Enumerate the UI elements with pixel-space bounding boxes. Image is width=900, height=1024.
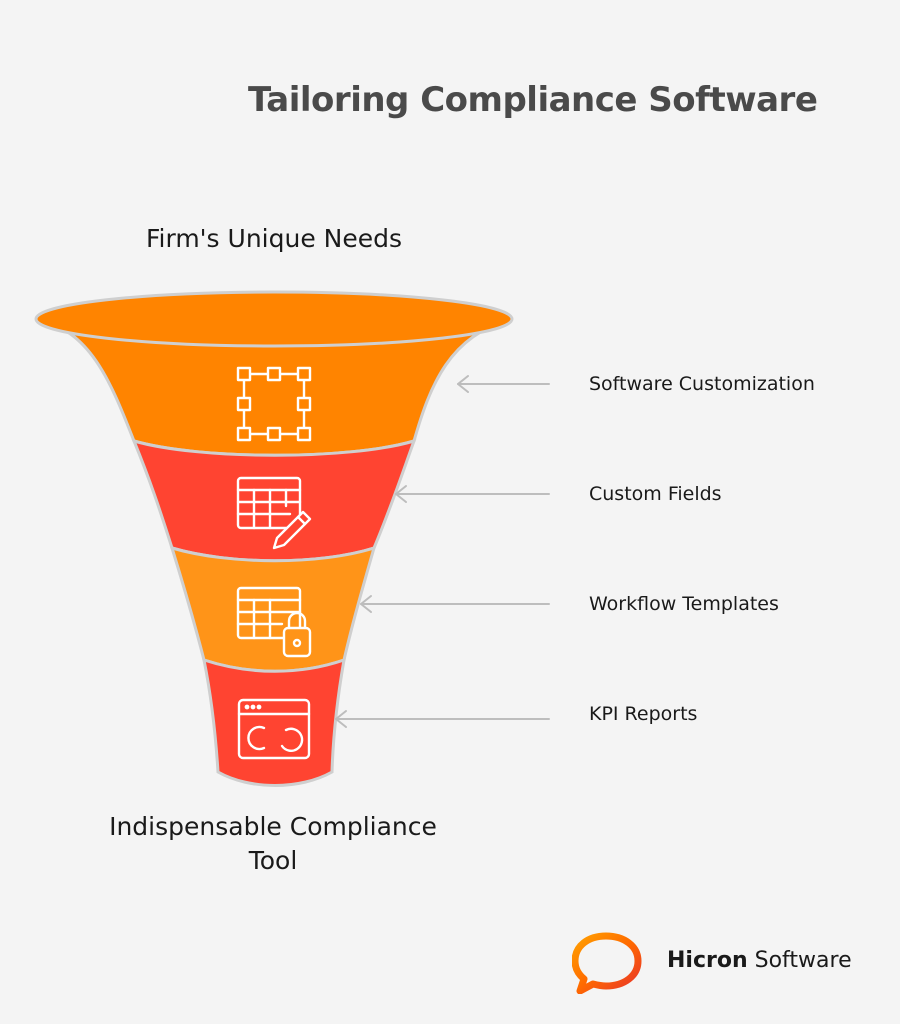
funnel-top-rim — [34, 290, 514, 348]
arrow-custom-fields — [395, 485, 550, 503]
speech-bubble-logo-icon — [571, 932, 642, 995]
logo-word-regular: Software — [754, 948, 852, 973]
stage-label-custom-fields: Custom Fields — [589, 483, 722, 505]
page-title: Tailoring Compliance Software — [248, 80, 818, 120]
table-lock-icon — [236, 586, 312, 658]
funnel-bottom-label: Indispensable Compliance Tool — [58, 810, 488, 878]
funnel-segment-kpi-reports — [202, 657, 346, 787]
stage-label-software-customization: Software Customization — [589, 373, 815, 395]
logo-word-bold: Hicron — [667, 948, 748, 973]
bottom-label-line-1: Indispensable Compliance — [109, 812, 437, 841]
browser-gauge-icon — [237, 698, 311, 760]
funnel-top-label: Firm's Unique Needs — [145, 224, 403, 253]
logo-wordmark: Hicron Software — [667, 948, 852, 973]
hicron-logo: Hicron Software — [571, 930, 862, 995]
arrow-workflow-templates — [360, 595, 550, 613]
selection-frame-icon — [236, 366, 312, 442]
arrow-software-customization — [457, 375, 550, 393]
table-edit-icon — [236, 476, 312, 550]
arrow-kpi-reports — [335, 710, 550, 728]
stage-label-kpi-reports: KPI Reports — [589, 703, 698, 725]
bottom-label-line-2: Tool — [248, 846, 298, 875]
stage-label-workflow-templates: Workflow Templates — [589, 593, 779, 615]
funnel-segment-workflow-templates — [169, 545, 377, 673]
